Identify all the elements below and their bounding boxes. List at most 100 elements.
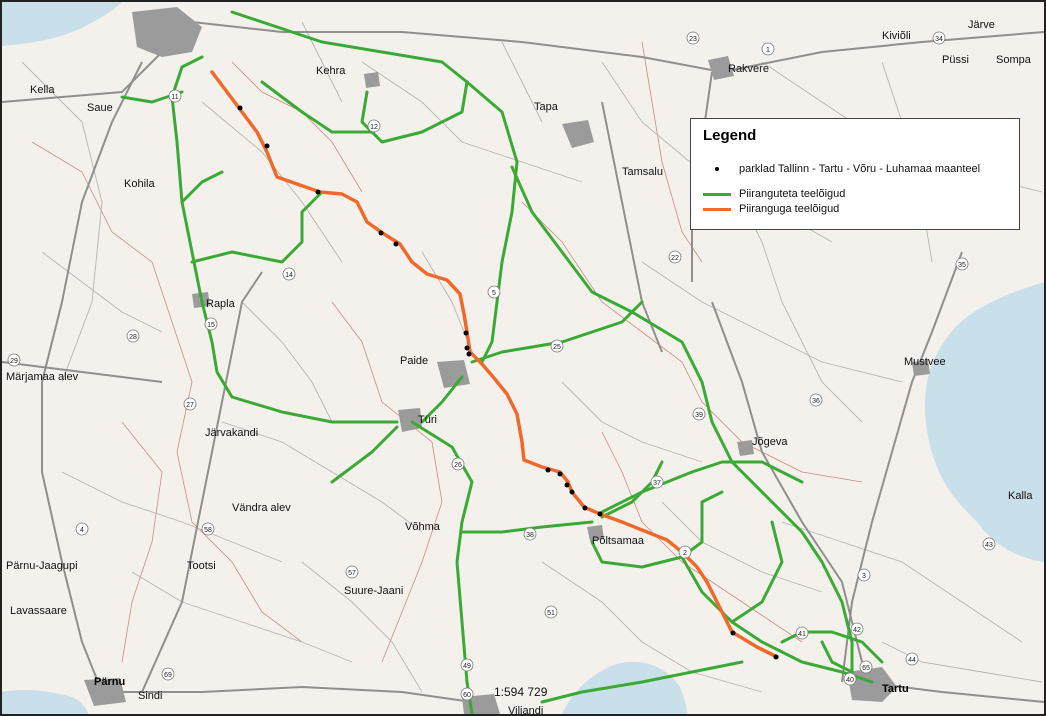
parking-point	[564, 482, 570, 488]
road-shield-37: 37	[650, 475, 664, 489]
town-label-sompa: Sompa	[996, 54, 1032, 66]
lake-vortsjarv	[562, 661, 687, 714]
parking-point	[264, 143, 270, 149]
road-number-28: 28	[129, 334, 137, 341]
minor-road-layer	[21, 21, 1043, 693]
bay-parnu	[2, 689, 88, 714]
town-label-rakvere: Rakvere	[728, 63, 769, 75]
rakvere-urban	[708, 56, 734, 80]
road-number-57: 57	[348, 570, 356, 577]
town-label-tartu: Tartu	[882, 683, 909, 695]
town-label-jogeva: Jõgeva	[752, 436, 788, 448]
road-shield-65: 65	[859, 660, 873, 674]
road-number-44: 44	[908, 657, 916, 664]
road-number-35: 35	[958, 262, 966, 269]
road-number-3: 3	[862, 573, 866, 580]
road-shield-43: 43	[982, 537, 996, 551]
road-shield-11: 11	[168, 89, 182, 103]
road-number-49: 49	[463, 663, 471, 670]
road-number-65: 65	[862, 665, 870, 672]
parking-point	[464, 345, 470, 351]
parking-point	[463, 330, 469, 336]
parking-point	[466, 351, 472, 357]
black-dot-icon	[703, 164, 731, 174]
road-shield-36: 36	[809, 393, 823, 407]
road-shield-2: 2	[678, 545, 692, 559]
road-number-4: 4	[80, 527, 84, 534]
town-label-jarvakandi: Järvakandi	[205, 427, 258, 439]
town-label-kalla: Kalla	[1008, 490, 1033, 502]
road-shield-1: 1	[761, 42, 775, 56]
parking-points	[237, 105, 779, 660]
road-number-58: 58	[204, 527, 212, 534]
town-label-vohma: Võhma	[405, 521, 441, 533]
parking-point	[378, 230, 384, 236]
legend-title: Legend	[703, 127, 757, 144]
town-labels: Kella Saue Kehra Tapa Rakvere Kiviõli Jä…	[6, 19, 1033, 714]
town-label-sindi: Sindi	[138, 690, 162, 702]
road-number-39: 39	[695, 412, 703, 419]
road-shield-25: 25	[550, 339, 564, 353]
legend-label-parking: parklad Tallinn - Tartu - Võru - Luhamaa…	[739, 163, 981, 175]
parking-point	[582, 505, 588, 511]
parking-point	[315, 189, 321, 195]
road-number-11: 11	[171, 94, 178, 101]
parnu-urban	[84, 678, 126, 706]
road-shield-60: 60	[460, 687, 474, 701]
town-label-kella: Kella	[30, 84, 55, 96]
road-number-14: 14	[285, 272, 293, 279]
parking-point	[545, 467, 551, 473]
scale-text: 1:594 729	[494, 685, 548, 699]
road-shield-27: 27	[183, 397, 197, 411]
road-shield-41: 41	[795, 626, 809, 640]
mustvee-urban	[912, 360, 930, 376]
major-road-layer	[2, 21, 1044, 703]
road-shield-14: 14	[282, 267, 296, 281]
legend-label-restricted: Piiranguga teelõigud	[739, 203, 840, 215]
road-number-40: 40	[846, 677, 854, 684]
green-line-icon	[703, 189, 731, 199]
parking-point	[730, 630, 736, 636]
parking-point	[557, 471, 563, 477]
parking-point	[393, 241, 399, 247]
road-shield-58: 58	[201, 522, 215, 536]
road-number-1: 1	[766, 47, 770, 54]
road-shield-28: 28	[126, 329, 140, 343]
road-number-34: 34	[935, 36, 943, 43]
town-label-lavassaare: Lavassaare	[10, 605, 67, 617]
road-shield-12: 12	[367, 119, 381, 133]
road-shield-42: 42	[850, 622, 864, 636]
road-number-15: 15	[207, 322, 215, 329]
orange-line-icon	[703, 204, 731, 214]
road-number-43: 43	[985, 542, 993, 549]
road-number-42: 42	[853, 627, 861, 634]
town-label-tapa: Tapa	[534, 101, 559, 113]
parking-point	[569, 489, 575, 495]
road-shield-5: 5	[487, 285, 501, 299]
lake-peipus	[925, 282, 1044, 562]
road-shield-34: 34	[932, 31, 946, 45]
jogeva-urban	[737, 440, 754, 456]
road-number-51: 51	[547, 610, 555, 617]
road-shield-49: 49	[460, 658, 474, 672]
town-label-pussi: Püssi	[942, 54, 969, 66]
town-label-saue: Saue	[87, 102, 113, 114]
road-shield-51: 51	[544, 605, 558, 619]
tapa-urban	[562, 120, 594, 148]
tartu-urban	[847, 667, 897, 702]
road-number-37: 37	[653, 480, 661, 487]
town-label-kehra: Kehra	[316, 65, 346, 77]
tallinn-urban	[132, 7, 202, 57]
road-number-22: 22	[671, 255, 679, 262]
legend-label-unrestricted: Piiranguteta teelõigud	[739, 188, 846, 200]
road-number-23: 23	[689, 36, 697, 43]
sea-north	[2, 2, 122, 46]
road-number-2: 2	[683, 550, 687, 557]
road-number-36: 36	[812, 398, 820, 405]
road-shield-29: 29	[7, 353, 21, 367]
road-number-60: 60	[463, 692, 471, 699]
map-scale: 1:594 729	[494, 685, 548, 699]
town-label-viljandi: Viljandi	[508, 705, 543, 714]
